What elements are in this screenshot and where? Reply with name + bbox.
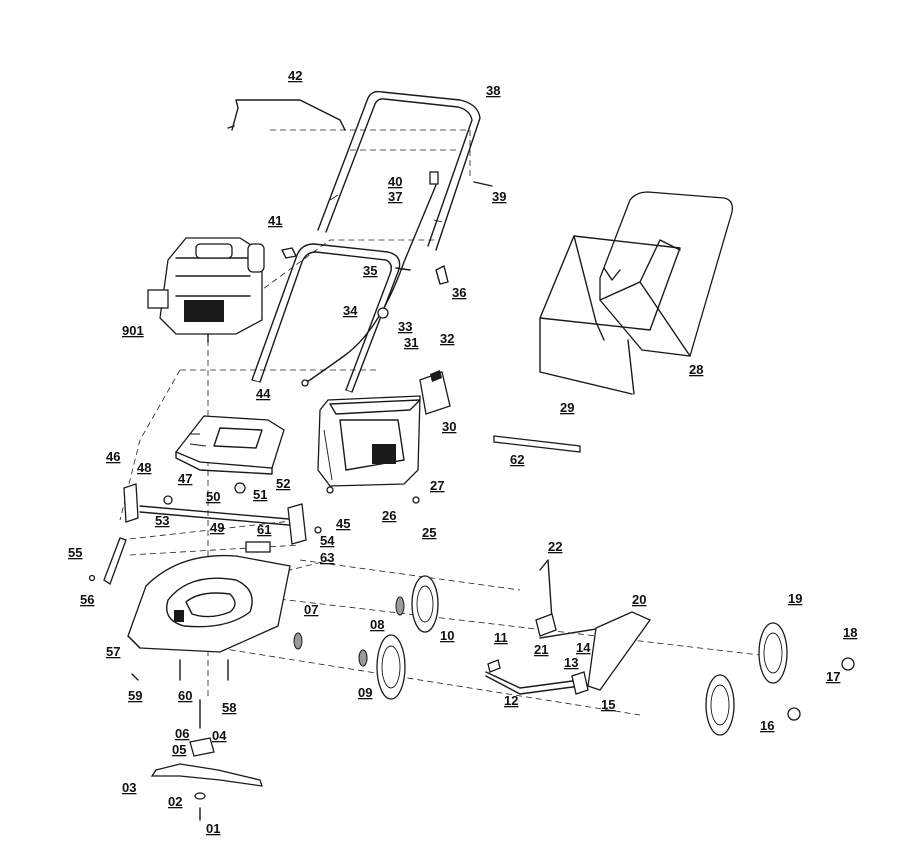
wheel-part-rear-left: [395, 575, 439, 633]
part-label-35: 35: [363, 263, 377, 278]
part-label-62: 62: [510, 452, 524, 467]
cable-part: [303, 184, 437, 385]
part-label-40: 40: [388, 174, 402, 189]
part-label-33: 33: [398, 319, 412, 334]
wheel-part-front-right: [705, 674, 801, 736]
part-label-05: 05: [172, 742, 186, 757]
part-label-42: 42: [288, 68, 302, 83]
part-label-01: 01: [206, 821, 220, 836]
knob-part-41: [281, 247, 297, 259]
part-label-59: 59: [128, 688, 142, 703]
upper-handle-part: [317, 90, 481, 251]
part-label-61: 61: [257, 522, 271, 537]
part-label-51: 51: [253, 487, 267, 502]
part-label-53: 53: [155, 513, 169, 528]
side-rail-part-56: [103, 537, 127, 585]
part-label-57: 57: [106, 644, 120, 659]
part-label-21: 21: [534, 642, 548, 657]
part-label-09: 09: [358, 685, 372, 700]
part-label-20: 20: [632, 592, 646, 607]
part-label-58: 58: [222, 700, 236, 715]
part-label-10: 10: [440, 628, 454, 643]
bolt-part-39: [473, 181, 493, 187]
part-label-13: 13: [564, 655, 578, 670]
part-label-27: 27: [430, 478, 444, 493]
part-label-30: 30: [442, 419, 456, 434]
part-label-06: 06: [175, 726, 189, 741]
part-label-38: 38: [486, 83, 500, 98]
clamp-part-36: [435, 265, 449, 285]
grass-bag-part: [599, 191, 733, 357]
part-label-39: 39: [492, 189, 506, 204]
part-label-08: 08: [370, 617, 384, 632]
part-label-45: 45: [336, 516, 350, 531]
part-label-60: 60: [178, 688, 192, 703]
fastener-parts: [88, 486, 420, 681]
part-label-03: 03: [122, 780, 136, 795]
wheel-part-rear-right: [758, 622, 855, 684]
bearing-part-08: [358, 649, 368, 667]
part-label-11: 11: [494, 630, 508, 645]
part-label-26: 26: [382, 508, 396, 523]
pin-part-35: [395, 267, 411, 271]
part-label-46: 46: [106, 449, 120, 464]
part-label-18: 18: [843, 625, 857, 640]
part-label-17: 17: [826, 669, 840, 684]
switch-part-40: [429, 171, 439, 185]
height-adjust-assembly: [485, 559, 651, 695]
part-label-52: 52: [276, 476, 290, 491]
flap-part: [419, 370, 451, 415]
part-label-16: 16: [760, 718, 774, 733]
part-label-29: 29: [560, 400, 574, 415]
engine-part: [147, 237, 265, 343]
part-label-25: 25: [422, 525, 436, 540]
part-label-56: 56: [80, 592, 94, 607]
part-label-14: 14: [576, 640, 591, 655]
upper-bar-part: [227, 99, 346, 131]
bar-part-62: [493, 435, 581, 453]
cable-end-part: [301, 379, 309, 387]
part-label-63: 63: [320, 550, 334, 565]
part-label-48: 48: [137, 460, 151, 475]
part-label-22: 22: [548, 539, 562, 554]
part-label-12: 12: [504, 693, 518, 708]
part-label-37: 37: [388, 189, 402, 204]
mower-deck-part: [127, 554, 291, 653]
part-label-50: 50: [206, 489, 220, 504]
part-label-02: 02: [168, 794, 182, 809]
blade-assembly: [150, 699, 263, 821]
lower-handle-part: [251, 243, 401, 393]
part-label-901: 901: [122, 323, 144, 338]
part-label-36: 36: [452, 285, 466, 300]
knob-part-34: [377, 307, 389, 319]
part-label-15: 15: [601, 697, 615, 712]
part-label-32: 32: [440, 331, 454, 346]
part-label-28: 28: [689, 362, 703, 377]
engine-cover-part: [174, 415, 285, 475]
rear-axle-assembly: [123, 482, 307, 553]
part-label-54: 54: [320, 533, 335, 548]
part-label-44: 44: [256, 386, 271, 401]
part-label-41: 41: [268, 213, 282, 228]
part-label-47: 47: [178, 471, 192, 486]
bag-frame-part: [539, 235, 681, 395]
part-label-19: 19: [788, 591, 802, 606]
part-label-55: 55: [68, 545, 82, 560]
part-label-07: 07: [304, 602, 318, 617]
part-label-34: 34: [343, 303, 358, 318]
washer-part-07: [293, 632, 303, 650]
rear-housing-part: [317, 395, 421, 487]
part-label-04: 04: [212, 728, 227, 743]
part-label-49: 49: [210, 520, 224, 535]
part-label-31: 31: [404, 335, 418, 350]
